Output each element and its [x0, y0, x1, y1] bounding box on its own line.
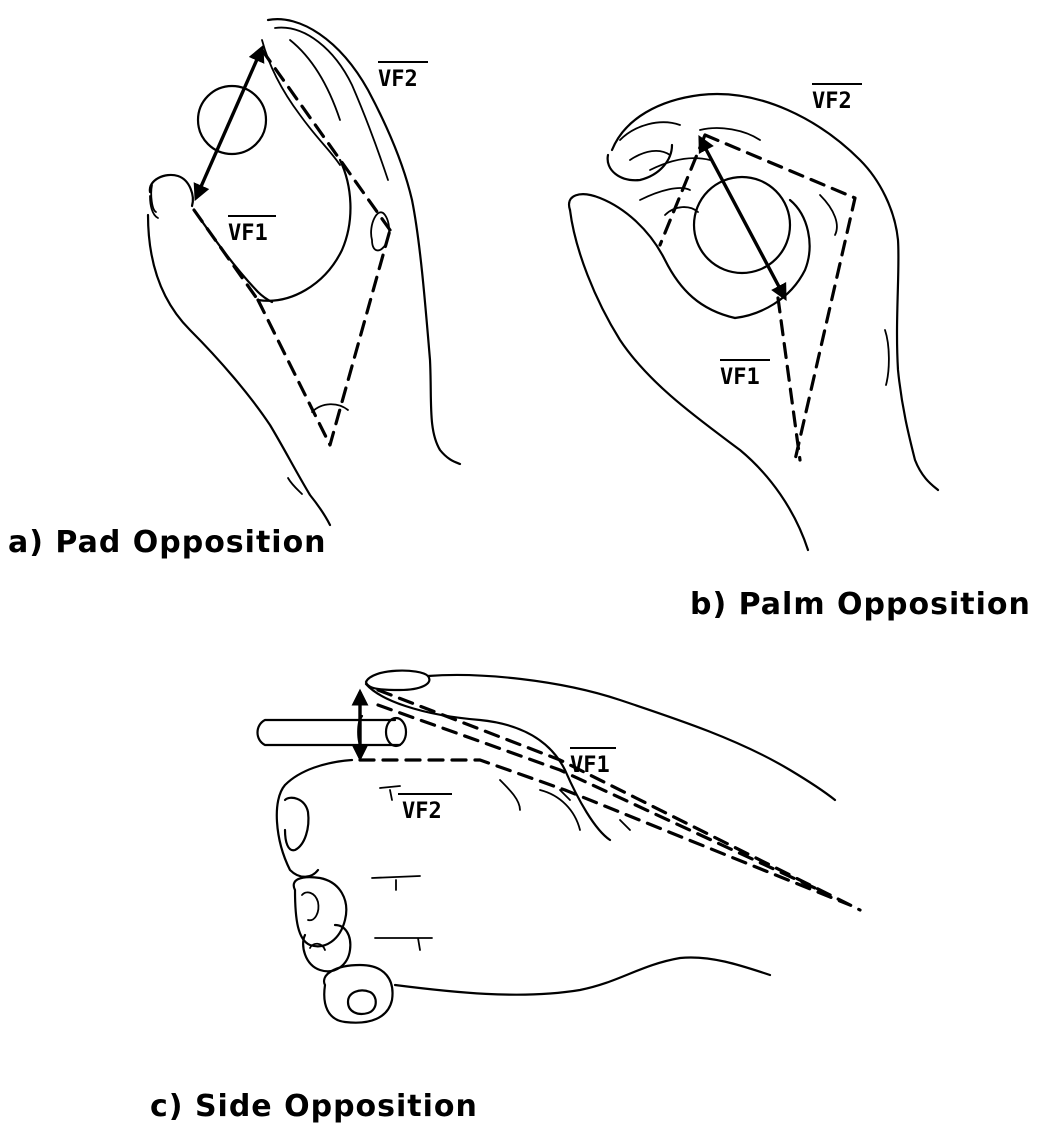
grasped-object	[694, 177, 790, 273]
vf2-label: VF2	[378, 62, 428, 92]
angle-arc	[312, 404, 348, 412]
svg-text:VF2: VF2	[812, 89, 852, 114]
vf1-label: VF1	[570, 748, 616, 778]
panel-pad-opposition: VF1 VF2 a) Pad Opposition	[8, 19, 460, 560]
vf2-label: VF2	[398, 794, 452, 824]
hand-drawing	[569, 94, 938, 550]
svg-text:VF2: VF2	[402, 799, 442, 824]
vf-arrow	[196, 48, 262, 198]
caption-palm: b) Palm Opposition	[690, 587, 1031, 622]
hand-drawing	[148, 19, 460, 525]
vf2-label: VF2	[812, 84, 862, 114]
svg-text:VF2: VF2	[378, 67, 418, 92]
panel-side-opposition: VF1 VF2 c) Side Opposition	[150, 671, 860, 1123]
svg-text:VF1: VF1	[228, 221, 268, 246]
hand-drawing	[258, 671, 836, 1023]
panel-palm-opposition: VF1 VF2 b) Palm Opposition	[569, 84, 1031, 622]
grasped-object	[258, 720, 401, 745]
svg-text:VF1: VF1	[720, 365, 760, 390]
caption-pad: a) Pad Opposition	[8, 525, 327, 560]
opposition-triangle	[194, 50, 390, 445]
vf1-label: VF1	[228, 216, 276, 246]
caption-side: c) Side Opposition	[150, 1089, 478, 1123]
svg-text:VF1: VF1	[570, 753, 610, 778]
vf1-label: VF1	[720, 360, 770, 390]
